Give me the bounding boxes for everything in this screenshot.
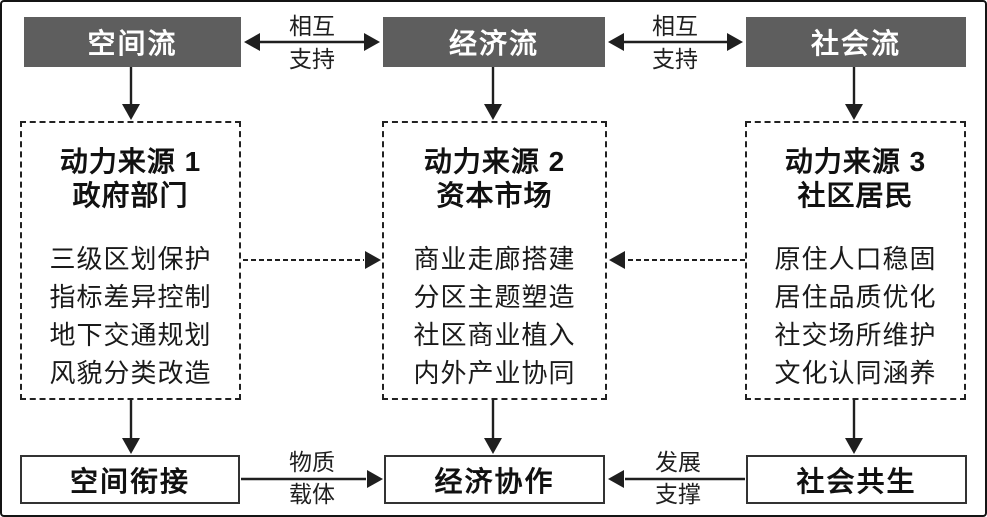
dashed-arrow-source3-to-source2 (609, 251, 745, 269)
source2-title: 动力来源 2 资本市场 (384, 145, 605, 213)
flow-box-economic-label: 经济流 (448, 28, 539, 59)
source1-item: 三级区划保护 (49, 244, 212, 274)
flow-box-social: 社会流 (746, 17, 966, 67)
outcome-box-social: 社会共生 (746, 455, 967, 504)
source1-title: 动力来源 1 政府部门 (22, 145, 239, 213)
outcome-economic-label: 经济协作 (434, 465, 555, 497)
source1-title-line2: 政府部门 (72, 180, 189, 211)
outcome-social-label: 社会共生 (796, 465, 917, 497)
source1-items: 三级区划保护 指标差异控制 地下交通规划 风貌分类改造 (22, 240, 239, 392)
mutual-arrow-spatial-economic (244, 33, 380, 51)
source1-item: 地下交通规划 (49, 320, 212, 350)
source2-item: 分区主题塑造 (413, 282, 576, 312)
source2-item: 内外产业协同 (413, 358, 576, 388)
source2-item: 商业走廊搭建 (413, 244, 576, 274)
arrow-source3-to-outcome3 (845, 400, 863, 454)
material-carrier-line2: 载体 (289, 481, 335, 507)
mutual-support-label-left: 相互 支持 (262, 12, 362, 73)
arrow-economic-to-source2 (484, 67, 502, 120)
source-box-government: 动力来源 1 政府部门 三级区划保护 指标差异控制 地下交通规划 风貌分类改造 (20, 121, 241, 400)
development-support-line1: 发展 (655, 449, 701, 475)
flow-box-economic: 经济流 (383, 17, 605, 67)
mutual-arrow-economic-social (608, 33, 743, 51)
source3-items: 原住人口稳固 居住品质优化 社交场所维护 文化认同涵养 (747, 240, 964, 392)
source3-item: 居住品质优化 (774, 282, 937, 312)
mutual-support-right-line2: 支持 (652, 46, 698, 72)
source3-item: 社交场所维护 (774, 320, 937, 350)
mutual-support-left-line2: 支持 (289, 46, 335, 72)
mutual-support-right-line1: 相互 (652, 13, 698, 39)
source-box-capital: 动力来源 2 资本市场 商业走廊搭建 分区主题塑造 社区商业植入 内外产业协同 (382, 121, 607, 400)
mutual-support-left-line1: 相互 (289, 13, 335, 39)
arrow-spatial-to-source1 (122, 67, 140, 120)
development-support-label: 发展 支撑 (628, 449, 728, 507)
source2-title-line1: 动力来源 2 (423, 146, 566, 177)
outcome-spatial-label: 空间衔接 (69, 465, 190, 497)
outcome-box-economic: 经济协作 (384, 455, 605, 504)
material-carrier-line1: 物质 (289, 449, 335, 475)
flow-box-social-label: 社会流 (810, 28, 901, 59)
source3-title: 动力来源 3 社区居民 (747, 145, 964, 213)
arrow-social-to-source3 (845, 67, 863, 120)
dashed-arrow-source1-to-source2 (243, 251, 381, 269)
arrow-source2-to-outcome2 (484, 400, 502, 454)
arrow-outcome1-to-outcome2 (241, 470, 383, 488)
mutual-support-label-right: 相互 支持 (625, 12, 725, 73)
source2-title-line2: 资本市场 (436, 180, 553, 211)
source3-title-line1: 动力来源 3 (784, 146, 927, 177)
source1-title-line1: 动力来源 1 (59, 146, 202, 177)
source-box-residents: 动力来源 3 社区居民 原住人口稳固 居住品质优化 社交场所维护 文化认同涵养 (745, 121, 966, 400)
source1-item: 指标差异控制 (49, 282, 212, 312)
flow-box-spatial-label: 空间流 (87, 28, 178, 59)
development-support-line2: 支撑 (655, 481, 701, 507)
source3-item: 文化认同涵养 (774, 358, 937, 388)
flow-box-spatial: 空间流 (24, 17, 241, 67)
arrow-source1-to-outcome1 (122, 400, 140, 454)
material-carrier-label: 物质 载体 (262, 449, 362, 507)
source2-items: 商业走廊搭建 分区主题塑造 社区商业植入 内外产业协同 (384, 240, 605, 392)
source1-item: 风貌分类改造 (49, 358, 212, 388)
source2-item: 社区商业植入 (413, 320, 576, 350)
outcome-box-spatial: 空间衔接 (20, 455, 240, 504)
source3-item: 原住人口稳固 (774, 244, 937, 274)
source3-title-line2: 社区居民 (797, 180, 914, 211)
arrow-outcome3-to-outcome2 (608, 470, 745, 488)
